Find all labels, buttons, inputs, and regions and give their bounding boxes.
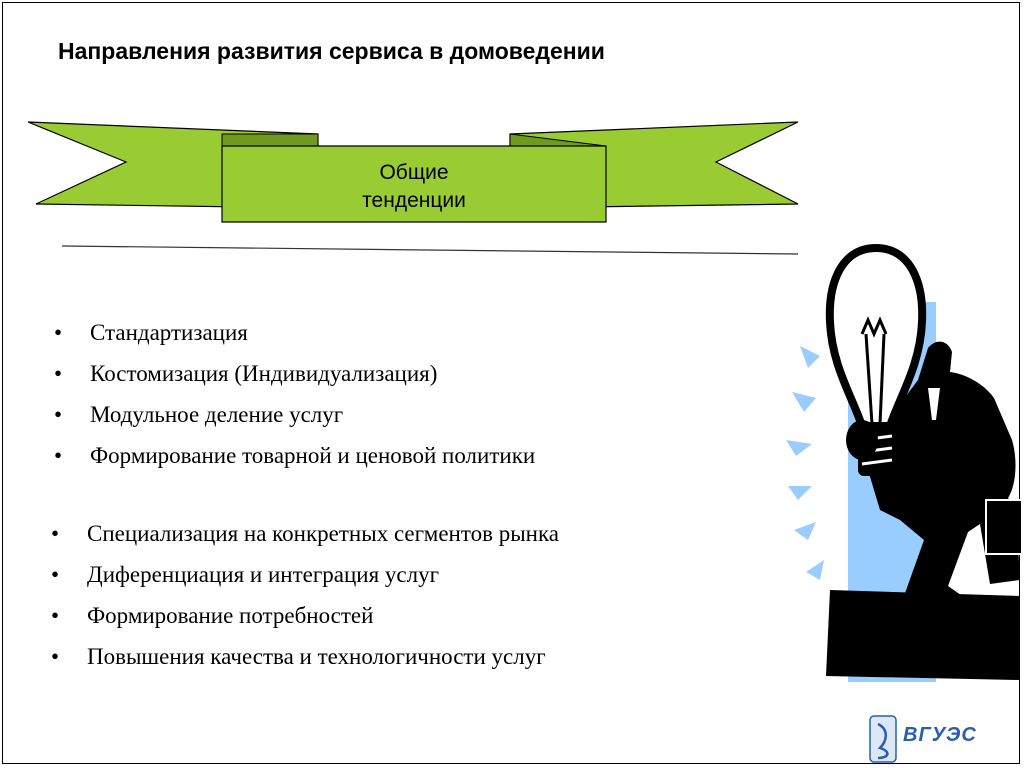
bullet-list-specific: • Специализация на конкретных сегментов р… — [51, 519, 559, 683]
banner-label: Общие тенденции — [222, 152, 606, 222]
list-item-text: Формирование потребностей — [87, 603, 374, 628]
ribbon-center — [221, 145, 607, 223]
list-item: • Повышения качества и технологичности ус… — [51, 642, 559, 683]
vguies-logo-icon — [869, 715, 897, 763]
list-item-text: Повышения качества и технологичности усл… — [87, 644, 546, 669]
list-item-text: Модульное деление услуг — [90, 402, 344, 427]
bullet-icon: • — [51, 521, 60, 546]
divider-line — [61, 245, 799, 255]
list-item-text: Специализация на конкретных сегментов ры… — [87, 521, 559, 546]
list-item-text: Диференциация и интеграция услуг — [87, 562, 440, 587]
slide-title: Направления развития сервиса в домоведен… — [58, 38, 605, 64]
briefcase-icon — [985, 499, 1023, 555]
light-rays-icon — [786, 346, 824, 580]
list-item: • Формирование товарной и ценовой политик… — [54, 441, 536, 482]
bullet-icon: • — [54, 320, 63, 345]
bullet-icon: • — [51, 644, 60, 669]
list-item: • Модульное деление услуг — [54, 400, 535, 441]
bullet-icon: • — [54, 402, 63, 427]
list-item: • Стандартизация — [54, 318, 535, 359]
list-item-text: Формирование товарной и ценовой политики — [90, 443, 536, 468]
bullet-icon: • — [54, 443, 63, 468]
list-item: • Формирование потребностей — [51, 601, 559, 642]
pedestal-shape — [826, 590, 1020, 680]
bullet-list-general: • Стандартизация • Костомизация (Индивидуа… — [54, 318, 536, 482]
list-item: • Костомизация (Индивидуализация) — [54, 359, 535, 400]
logo-label: ВГУЭС — [903, 724, 977, 746]
bullet-icon: • — [51, 562, 60, 587]
list-item-text: Стандартизация — [90, 320, 248, 345]
list-item: • Специализация на конкретных сегментов р… — [51, 519, 559, 560]
list-item-text: Костомизация (Индивидуализация) — [90, 361, 438, 386]
list-item: • Диференциация и интеграция услуг — [51, 560, 559, 601]
banner-line-2: тенденции — [362, 189, 466, 212]
lightbulb-icon — [825, 243, 927, 476]
bullet-icon: • — [51, 603, 60, 628]
banner-line-1: Общие — [379, 161, 449, 184]
tie-shape — [928, 388, 940, 420]
bullet-icon: • — [54, 361, 63, 386]
